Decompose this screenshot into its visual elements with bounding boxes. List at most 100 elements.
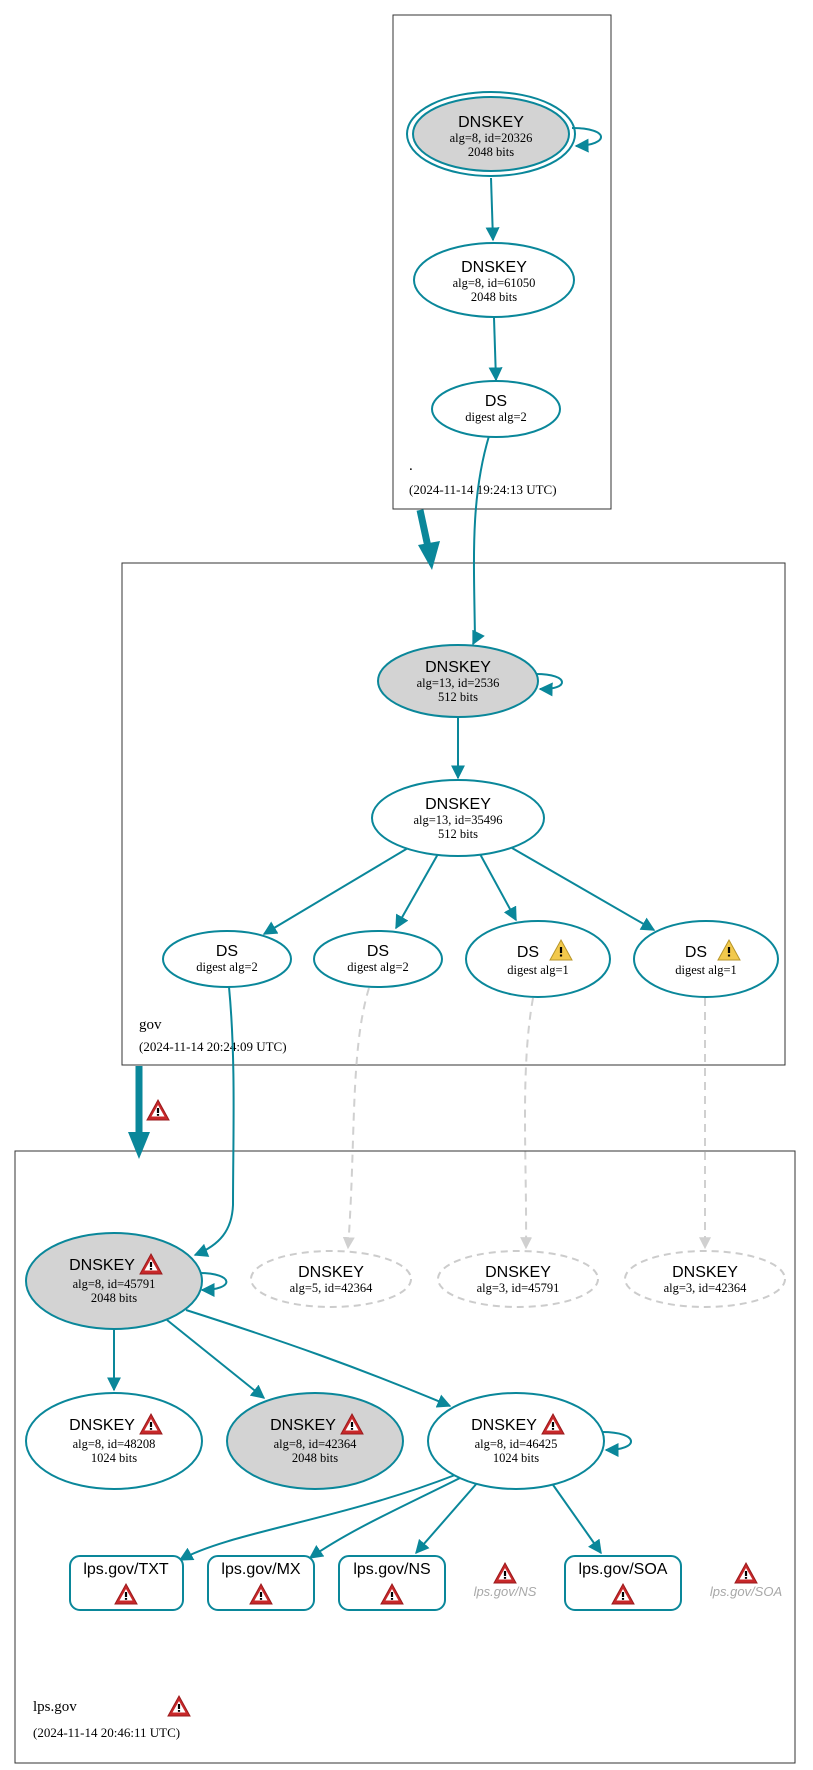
- node-title: DNSKEY: [672, 1264, 738, 1281]
- delegation-arrow-root-gov: [416, 509, 432, 548]
- edge-dash-ds3-missing2: [520, 997, 534, 1250]
- node-detail: alg=8, id=48208: [73, 1437, 156, 1451]
- node-gov-ds1[interactable]: DS digest alg=2: [162, 930, 292, 988]
- node-detail: alg=8, id=42364: [274, 1437, 358, 1451]
- error-icon: [734, 1562, 758, 1584]
- node-detail: 2048 bits: [468, 145, 514, 159]
- node-title: DNSKEY: [471, 1417, 537, 1434]
- zone-timestamp-gov: (2024-11-14 20:24:09 UTC): [139, 1039, 287, 1054]
- node-gov-ds4[interactable]: DS digest alg=1: [633, 920, 779, 998]
- node-lps-missing-key-1[interactable]: DNSKEY alg=5, id=42364: [250, 1250, 412, 1308]
- node-detail: 2048 bits: [91, 1291, 137, 1305]
- node-detail: digest alg=1: [675, 963, 737, 977]
- rrset-txt[interactable]: lps.gov/TXT: [69, 1555, 184, 1611]
- delegation-error-icon: [146, 1099, 170, 1121]
- edge-root-ds-gov-ksk: [472, 435, 490, 646]
- node-detail: 1024 bits: [493, 1451, 539, 1465]
- node-detail: 2048 bits: [471, 290, 517, 304]
- node-title: DNSKEY: [425, 796, 491, 813]
- node-gov-ksk[interactable]: DNSKEY alg=13, id=2536 512 bits: [377, 644, 539, 718]
- node-gov-ds2[interactable]: DS digest alg=2: [313, 930, 443, 988]
- edge-lps-key3-mx: [308, 1477, 461, 1559]
- node-title: DNSKEY: [69, 1257, 135, 1274]
- node-lps-ksk[interactable]: DNSKEY alg=8, id=45791 2048 bits: [25, 1232, 203, 1330]
- edge-gov-zsk-ds3: [479, 853, 517, 922]
- node-title: DS: [216, 943, 238, 960]
- node-root-ksk[interactable]: DNSKEY alg=8, id=20326 2048 bits: [406, 91, 576, 177]
- edge-gov-zsk-ds1: [262, 847, 409, 935]
- edge-lps-key3-txt: [178, 1474, 456, 1561]
- edge-gov-ds1-lps-ksk: [193, 986, 235, 1257]
- node-root-zsk[interactable]: DNSKEY alg=8, id=61050 2048 bits: [413, 242, 575, 318]
- node-gov-ds3[interactable]: DS digest alg=1: [465, 920, 611, 998]
- edge-lps-ksk-key2: [166, 1319, 266, 1399]
- edge-lps-key3-soa: [550, 1481, 602, 1555]
- rrset-label: lps.gov/NS: [474, 1584, 537, 1599]
- node-root-ds[interactable]: DS digest alg=2: [431, 380, 561, 438]
- edge-lps-ksk-key3: [185, 1309, 452, 1408]
- zone-box-gov: [121, 562, 786, 1066]
- node-title: DNSKEY: [485, 1264, 551, 1281]
- rrset-label: lps.gov/NS: [353, 1561, 430, 1578]
- node-lps-key-46425[interactable]: DNSKEY alg=8, id=46425 1024 bits: [427, 1392, 605, 1490]
- edge-root-ksk-zsk: [485, 177, 500, 242]
- delegation-arrowhead-root-gov: [418, 541, 440, 570]
- node-title: DNSKEY: [69, 1417, 135, 1434]
- edge-root-ksk-self: [571, 127, 602, 153]
- node-detail: 512 bits: [438, 827, 478, 841]
- node-title: DNSKEY: [458, 114, 524, 131]
- node-title: DNSKEY: [425, 659, 491, 676]
- node-title: DNSKEY: [461, 259, 527, 276]
- error-icon: [493, 1562, 517, 1584]
- rrset-label: lps.gov/SOA: [579, 1561, 668, 1578]
- node-title: DS: [685, 944, 707, 961]
- node-detail: alg=13, id=35496: [413, 813, 502, 827]
- rrset-ns[interactable]: lps.gov/NS: [338, 1555, 446, 1611]
- edge-lps-key3-self: [601, 1431, 632, 1457]
- rrset-mx[interactable]: lps.gov/MX: [207, 1555, 315, 1611]
- zone-error-icon: [167, 1695, 191, 1717]
- edge-gov-zsk-ds2: [395, 853, 439, 930]
- node-detail: alg=3, id=42364: [664, 1281, 748, 1295]
- edge-lps-ksk-self: [198, 1272, 228, 1297]
- rrset-ns-ghost[interactable]: lps.gov/NS: [474, 1562, 537, 1599]
- node-detail: alg=5, id=42364: [290, 1281, 374, 1295]
- rrset-label: lps.gov/TXT: [83, 1561, 169, 1578]
- zone-box-root: [392, 14, 612, 510]
- edge-gov-ksk-self: [535, 673, 563, 697]
- node-detail: alg=8, id=20326: [450, 131, 533, 145]
- rrset-label: lps.gov/SOA: [710, 1584, 782, 1599]
- node-detail: alg=8, id=45791: [73, 1277, 156, 1291]
- node-detail: 1024 bits: [91, 1451, 137, 1465]
- zone-timestamp-root: (2024-11-14 19:24:13 UTC): [409, 482, 557, 497]
- node-detail: digest alg=2: [347, 960, 409, 974]
- rrset-soa[interactable]: lps.gov/SOA: [564, 1555, 682, 1611]
- zone-name-root: .: [409, 458, 413, 474]
- node-gov-zsk[interactable]: DNSKEY alg=13, id=35496 512 bits: [371, 779, 545, 857]
- node-detail: alg=13, id=2536: [417, 676, 500, 690]
- edge-lps-key3-ns: [415, 1481, 479, 1555]
- node-detail: digest alg=2: [196, 960, 258, 974]
- node-lps-key-42364[interactable]: DNSKEY alg=8, id=42364 2048 bits: [226, 1392, 404, 1490]
- zone-name-lps: lps.gov: [33, 1699, 77, 1715]
- node-detail: digest alg=2: [465, 410, 527, 424]
- node-title: DS: [367, 943, 389, 960]
- node-lps-missing-key-2[interactable]: DNSKEY alg=3, id=45791: [437, 1250, 599, 1308]
- node-detail: 2048 bits: [292, 1451, 338, 1465]
- edge-root-zsk-ds: [488, 317, 503, 382]
- node-lps-missing-key-3[interactable]: DNSKEY alg=3, id=42364: [624, 1250, 786, 1308]
- edge-gov-zsk-ds4: [511, 847, 656, 931]
- node-detail: alg=3, id=45791: [477, 1281, 560, 1295]
- zone-name-gov: gov: [139, 1017, 162, 1033]
- node-title: DNSKEY: [270, 1417, 336, 1434]
- rrset-label: lps.gov/MX: [221, 1561, 300, 1578]
- node-lps-key-48208[interactable]: DNSKEY alg=8, id=48208 1024 bits: [25, 1392, 203, 1490]
- node-detail: alg=8, id=61050: [453, 276, 536, 290]
- zone-timestamp-lps: (2024-11-14 20:46:11 UTC): [33, 1725, 180, 1740]
- rrset-soa-ghost[interactable]: lps.gov/SOA: [710, 1562, 782, 1599]
- node-title: DNSKEY: [298, 1264, 364, 1281]
- node-detail: digest alg=1: [507, 963, 569, 977]
- zone-box-lps: [14, 1150, 796, 1764]
- node-title: DS: [485, 393, 507, 410]
